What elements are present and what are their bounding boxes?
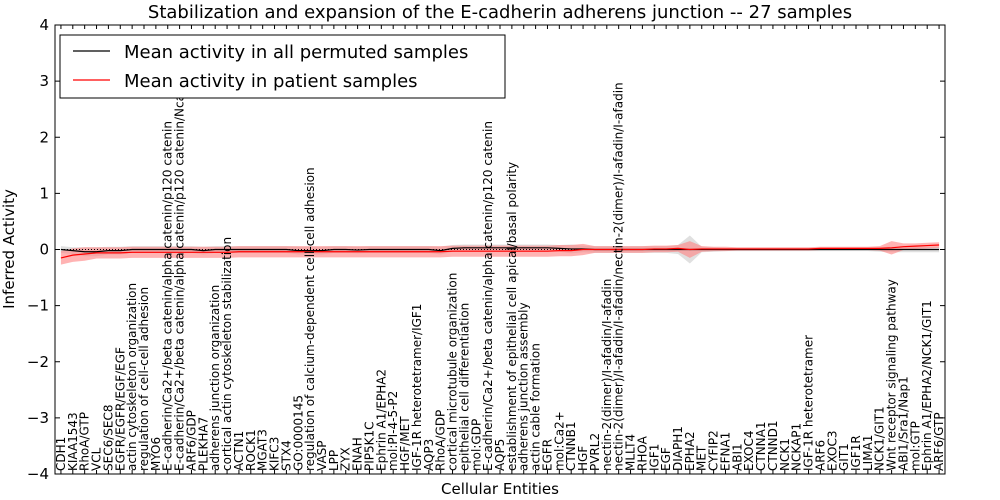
patient-error-band (60, 241, 940, 265)
x-tick-label: PLEKHA7 (196, 417, 210, 471)
x-tick-label: VASP (315, 440, 329, 471)
x-tick-label: adherens junction organization (208, 285, 222, 471)
x-tick-label: cortical actin cytoskeleton stabilizatio… (220, 237, 234, 471)
legend-label-patient: Mean activity in patient samples (124, 71, 418, 92)
x-tick-label: actin cytoskeleton organization (125, 283, 139, 471)
x-tick-label: regulation of calcium-dependent cell-cel… (303, 167, 317, 471)
chart-title: Stabilization and expansion of the E-cad… (148, 2, 852, 23)
y-tick-label: −1 (27, 297, 49, 315)
legend: Mean activity in all permuted samples Me… (59, 34, 506, 99)
x-tick-label: VCL (90, 447, 104, 471)
x-tick-label: CTNNA1 (754, 421, 768, 471)
x-tick-label: NCKAP1 (790, 423, 804, 471)
x-tick-label: NCK1/GIT1 (873, 406, 887, 471)
x-tick-label: PVRL2 (588, 433, 602, 471)
x-tick-label: Ephrin A1/EPHA2 (374, 369, 388, 471)
x-tick-label: EXOC4 (742, 431, 756, 472)
x-tick-label: CYFIP2 (707, 430, 721, 471)
x-tick-label: HGF/MET (398, 416, 412, 471)
y-axis-label: Inferred Activity (0, 189, 18, 309)
legend-box (59, 34, 506, 99)
y-tick-label: 3 (39, 72, 49, 90)
x-tick-label: CTNND1 (766, 420, 780, 471)
x-tick-label: AQP5 (493, 439, 507, 471)
x-tick-label: IGF-1R heterotetramer (802, 335, 816, 471)
x-tick-label: Wnt receptor signaling pathway (885, 279, 899, 471)
x-tick-label: KIAA1543 (66, 412, 80, 471)
x-tick-label: ABI1 (730, 443, 744, 471)
x-tick-label: MGAT3 (256, 429, 270, 471)
y-tick-label: 1 (39, 184, 49, 202)
x-tick-label: actin cable formation (529, 343, 543, 471)
x-tick-label: STX4 (279, 440, 293, 471)
y-tick-label: −2 (27, 353, 49, 371)
x-tick-label: DIAPH1 (671, 426, 685, 471)
x-tick-label: ARF6/GDP (184, 410, 198, 471)
x-tick-label: nectin-2(dimer)/I-afadin/I-afadin/nectin… (612, 82, 626, 471)
x-tick-label: PIP5K1C (362, 421, 376, 471)
x-tick-label: ACTN1 (232, 431, 246, 471)
x-tick-label: IGF1R (849, 435, 863, 471)
x-tick-label: EFNA1 (718, 432, 732, 471)
x-tick-label: LPP (327, 450, 341, 471)
x-tick-label: SEC6/SEC8 (101, 405, 115, 471)
x-tick-label: ARF6/GTP (932, 412, 946, 471)
x-tick-label: E-cadherin/Ca2+/beta catenin/alpha caten… (173, 86, 187, 471)
y-tick-label: 0 (39, 241, 49, 259)
x-tick-label: regulation of cell-cell adhesion (137, 287, 151, 471)
x-tick-label: ZYX (339, 447, 353, 471)
y-tick-label: 2 (39, 128, 49, 146)
x-tick-label: LIMA1 (861, 435, 875, 471)
x-tick-label: IGF-1R heterotetramer/IGF1 (410, 304, 424, 471)
x-tick-label: establishment of epithelial cell apical/… (505, 162, 519, 471)
y-tick-label: 4 (39, 16, 49, 34)
x-tick-label: EGFR (540, 439, 554, 471)
x-tick-label: mol:GTP (908, 421, 922, 471)
x-tick-label: AQP3 (422, 439, 436, 471)
x-tick-label: KIFC3 (268, 437, 282, 471)
x-tick-label: ROCK1 (244, 429, 258, 471)
x-tick-label: MYO6 (149, 437, 163, 471)
x-axis-label: Cellular Entities (441, 480, 559, 498)
x-tick-label: cortical microtubule organization (446, 273, 460, 471)
x-tick-label: HGF (576, 446, 590, 471)
x-tick-label: MLLT4 (624, 434, 638, 471)
y-tick-label: −4 (27, 465, 49, 483)
x-tick-label: RhoA/GTP (78, 412, 92, 471)
x-tick-label: E-cadherin/Ca2+/beta catenin/alpha caten… (161, 121, 175, 471)
x-tick-label: mol:GDP (469, 419, 483, 471)
x-tick-label: CDH1 (54, 437, 68, 471)
x-tick-label: mol:PI-4-5-P2 (386, 391, 400, 471)
x-tick-label: EGFR/EGFR/EGF/EGF (113, 347, 127, 471)
legend-label-permuted: Mean activity in all permuted samples (124, 42, 468, 63)
x-tick-label: CTNNB1 (564, 421, 578, 471)
x-tick-label: GIT1 (837, 443, 851, 471)
x-tick-label: Ephrin A1/EPHA2/NCK1/GIT1 (920, 300, 934, 471)
x-tick-label: adherens junction assembly (517, 302, 531, 471)
x-tick-label: mol:Ca2+ (552, 411, 566, 471)
x-tick-label: epithelial cell differentiation (457, 303, 471, 471)
x-tick-label: EGF (659, 447, 673, 471)
x-tick-label: ARF6 (813, 440, 827, 471)
patient-series-line (60, 244, 940, 259)
x-tick-label: GO:0000145 (291, 395, 305, 471)
x-tick-label: EXOC3 (825, 431, 839, 472)
x-tick-label: EPHA2 (683, 431, 697, 471)
x-tick-label: RhoA/GDP (434, 410, 448, 471)
x-tick-label: E-cadherin/Ca2+/beta catenin/alpha caten… (481, 121, 495, 471)
x-tick-label: NCK1 (778, 438, 792, 471)
plot-area: −4 −3 −2 −1 0 1 2 3 4CDH1KIAA1543RhoA/GTPVCLSEC6… (27, 16, 946, 483)
x-tick-label: IGF1 (647, 444, 661, 471)
y-tick-label: −3 (27, 409, 49, 427)
x-tick-label: nectin-2(dimer)/I-afadin/I-afadin (600, 279, 614, 471)
x-tick-label: ABI1/Sra1/Nap1 (896, 376, 910, 471)
x-tick-label: ENAH (351, 437, 365, 471)
x-tick-label: MET (695, 445, 709, 471)
x-tick-label: RHOA (635, 435, 649, 471)
